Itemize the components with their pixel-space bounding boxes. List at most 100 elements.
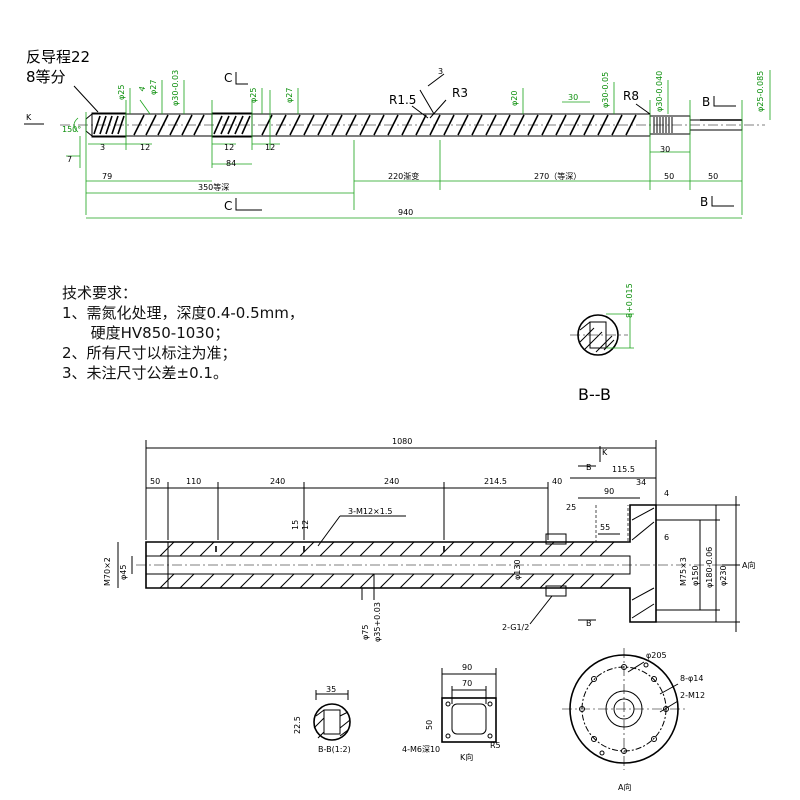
equal-parts-label: 8等分 <box>26 68 66 86</box>
detail-k-hole <box>445 733 451 739</box>
dia-150-label: φ150 <box>691 565 700 586</box>
detail-k-dim-90: 90 <box>462 663 472 672</box>
detail-k-frame <box>441 697 497 743</box>
screw-flights <box>133 114 673 136</box>
r8-leader <box>635 103 651 115</box>
c-marker-bottom: C <box>224 199 232 213</box>
m75-label: M75×3 <box>679 557 688 586</box>
detail-bb: 35 22.5 B-B(1:2) <box>293 685 351 754</box>
reverse-lead-label: 反导程22 <box>26 48 90 66</box>
r-leader-lines <box>411 73 447 119</box>
dim-6: 6 <box>664 533 669 542</box>
tech-requirements: 技术要求： 1、需氮化处理，深度0.4-0.5mm， 硬度HV850-1030；… <box>62 283 304 383</box>
dim-110: 110 <box>186 477 201 486</box>
b-arrow-bottom <box>711 196 734 207</box>
dia-30-tol: φ30-0.03 <box>171 70 180 106</box>
detail-k-dim-70: 70 <box>462 679 472 688</box>
section-bb-hatch <box>579 321 615 353</box>
tech-line-4: 3、未注尺寸公差±0.1。 <box>62 364 228 382</box>
section-bb: 8+0.015 B--B <box>570 283 634 404</box>
detail-k-r5: R5 <box>490 741 501 750</box>
g12-leader <box>529 595 553 625</box>
dim-940: 940 <box>398 208 413 217</box>
bottom-dim-lines <box>361 574 375 600</box>
dim-79: 79 <box>102 172 112 181</box>
dia-180-label: φ180-0.06 <box>705 547 714 588</box>
section-bb-dim-line <box>606 313 634 349</box>
dia-130-label: φ130 <box>513 559 522 580</box>
r8-label: R8 <box>623 89 639 103</box>
barrel-extension-lines <box>145 440 657 540</box>
m70-label: M70×2 <box>103 557 112 586</box>
barrel-drawing: 1080 50 110 240 240 214.5 40 115.5 90 34… <box>103 437 755 642</box>
holes-leader <box>659 683 679 695</box>
detail-k-hole <box>487 733 493 739</box>
section-bb-tolerance: 8+0.015 <box>625 283 634 318</box>
g12-label: 2-G1/2 <box>502 623 529 632</box>
leader-line <box>73 85 99 113</box>
angle-4-leader <box>139 99 151 115</box>
dim-1155: 115.5 <box>612 465 635 474</box>
dia-27-left: φ27 <box>149 80 158 95</box>
mixing-section <box>211 112 253 138</box>
detail-bb-slot <box>323 709 341 735</box>
diameter-dim-lines <box>129 70 771 120</box>
dim-2145: 214.5 <box>484 477 507 486</box>
dia-25-mid: φ25 <box>249 88 258 103</box>
dim-240b: 240 <box>384 477 399 486</box>
dim-ticks <box>167 482 549 540</box>
dia-205-leader <box>627 661 645 673</box>
angle-150-arc <box>73 117 79 133</box>
detail-k-label: K向 <box>460 752 473 762</box>
dia-30-tol3: φ30-0.040 <box>655 71 664 112</box>
tech-line-2: 硬度HV850-1030； <box>62 324 230 342</box>
dia-30-tol2: φ30-0.05 <box>601 72 610 108</box>
c-arrow-top <box>235 72 248 85</box>
thread-note-leader <box>317 515 406 547</box>
dim-25: 25 <box>566 503 576 512</box>
barrel-hatch <box>159 507 655 619</box>
dim-30-bottom: 30 <box>660 145 670 154</box>
detail-a-label: A向 <box>618 782 631 792</box>
flange-dim-lines <box>699 496 737 632</box>
feed-port-bottom <box>545 585 567 597</box>
dia-25-right: φ25-0.085 <box>756 71 765 112</box>
dim-lines-row1 <box>66 143 690 165</box>
a-dir-label: A向 <box>742 560 755 570</box>
thread-note: 3-M12×1.5 <box>348 507 392 516</box>
dim-84: 84 <box>226 159 236 168</box>
extension-lines <box>79 90 743 215</box>
detail-a: φ205 8-φ14 2-M12 A向 <box>562 648 705 792</box>
dia-35-label: φ35+0.03 <box>373 602 382 642</box>
bolt-holes <box>579 662 669 756</box>
tech-line-3: 2、所有尺寸以标注为准； <box>62 344 237 362</box>
section-bb-label: B--B <box>578 385 611 404</box>
barrel-outline <box>145 504 657 623</box>
left-thread-region <box>145 541 169 589</box>
dim-50a: 50 <box>664 172 674 181</box>
dim-90: 90 <box>604 487 614 496</box>
flange-extension-lines <box>656 504 740 623</box>
b-marker-bottom: B <box>700 195 708 209</box>
c-arrow-bottom <box>235 198 262 211</box>
r15-label: R1.5 <box>389 93 416 107</box>
b-arrow-top <box>713 96 736 107</box>
k-mark: K <box>602 448 608 457</box>
k-arrow-label: K <box>26 113 32 122</box>
dim-40: 40 <box>552 477 562 486</box>
detail-k-slot <box>451 703 487 735</box>
detail-k-m6: 4-M6深10 <box>402 745 440 754</box>
dim-30-top: 30 <box>568 93 578 102</box>
angle-4: 4 <box>137 85 147 92</box>
dim-50: 50 <box>150 477 160 486</box>
b-marker-top: B <box>702 95 710 109</box>
feed-port-top <box>545 533 567 545</box>
r3-label: R3 <box>452 86 468 100</box>
hidden-slot <box>595 505 629 543</box>
dim-240a: 240 <box>270 477 285 486</box>
m12-leader <box>659 700 679 713</box>
mixing-head-texture <box>91 112 127 138</box>
flight-width-3: 3 <box>438 67 443 76</box>
thread-holes <box>215 546 445 552</box>
